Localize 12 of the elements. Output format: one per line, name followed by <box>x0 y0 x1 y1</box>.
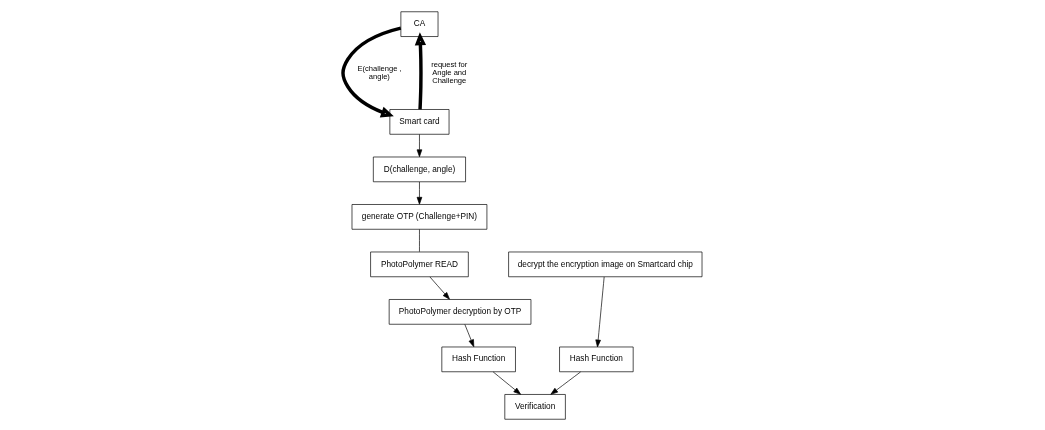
edge-label: request for Angle and Challenge <box>431 59 468 85</box>
arrow <box>341 25 402 117</box>
arrow <box>416 133 423 157</box>
arrow <box>492 371 521 395</box>
arrow <box>464 323 475 347</box>
arrow <box>416 181 423 205</box>
arrow <box>414 31 427 109</box>
arrow <box>595 276 605 347</box>
arrow <box>429 276 450 300</box>
connector <box>419 228 420 252</box>
edge-label: E(challenge , angle) <box>357 63 402 81</box>
arrow <box>550 371 581 395</box>
